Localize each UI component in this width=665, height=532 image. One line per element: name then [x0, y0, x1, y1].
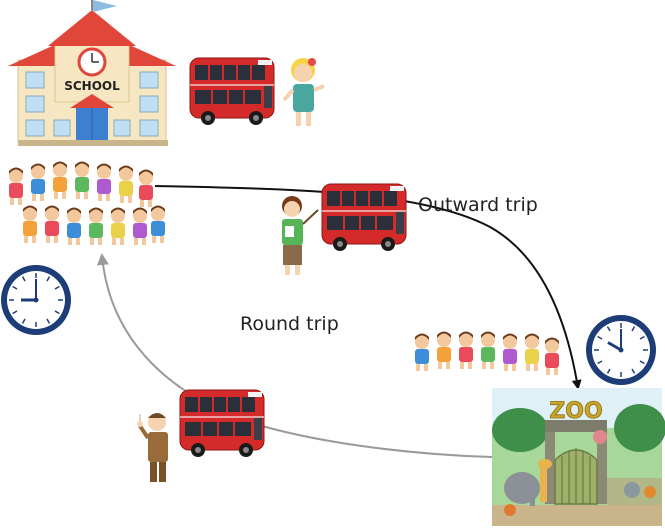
outward-trip-label: Outward trip	[418, 194, 538, 216]
school-building-icon: SCHOOL	[8, 0, 176, 146]
children-group-at-school-icon	[9, 161, 165, 245]
children-group-at-zoo-icon	[415, 331, 559, 375]
bus-outward-icon	[321, 183, 407, 252]
teacher-woman-icon	[282, 58, 325, 126]
departure-clock-icon	[0, 264, 72, 336]
bus-at-school-icon	[189, 57, 275, 126]
arrival-clock-icon	[585, 314, 657, 386]
round-trip-label: Round trip	[240, 313, 339, 335]
teacher-with-book-icon	[282, 196, 319, 275]
school-sign: SCHOOL	[64, 79, 120, 93]
zoo-entrance-icon: ZOO	[492, 388, 665, 526]
man-pointing-icon	[137, 413, 168, 482]
bus-return-icon	[179, 389, 265, 458]
outward-trip-path	[154, 185, 582, 390]
zoo-sign: ZOO	[549, 399, 602, 424]
